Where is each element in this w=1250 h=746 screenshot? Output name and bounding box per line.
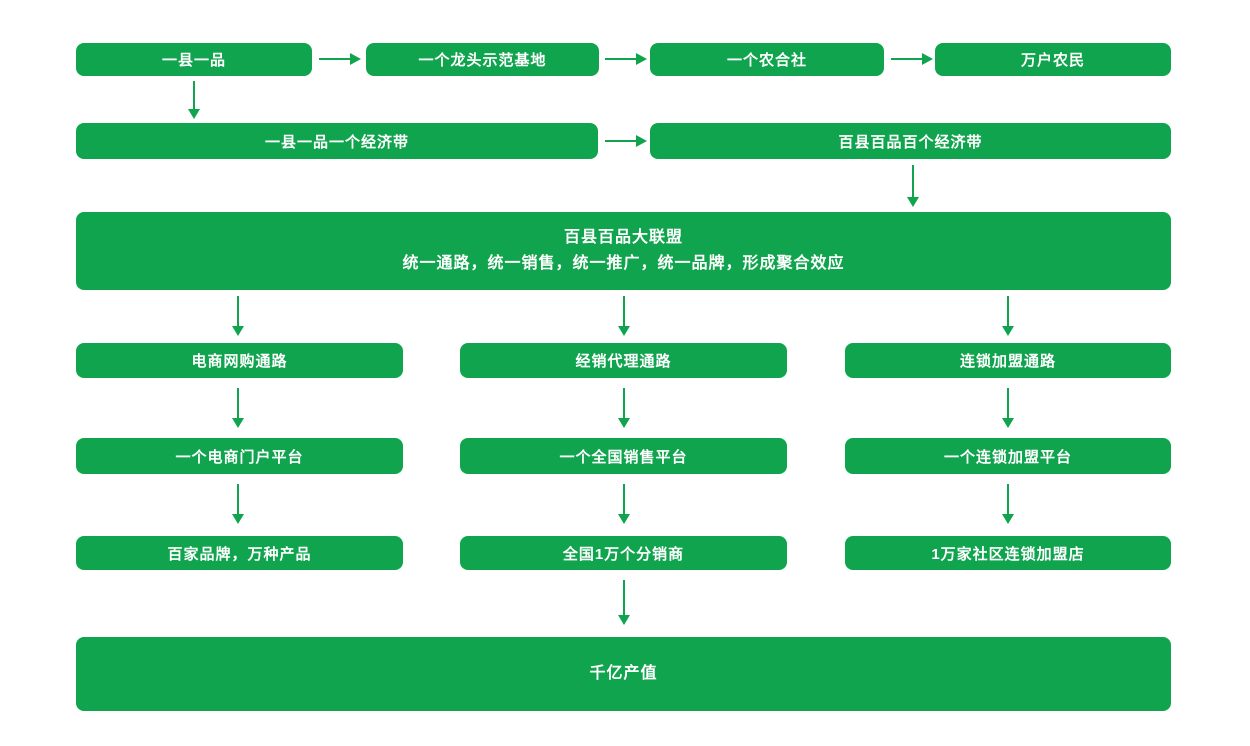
box-community-franchise-stores: 1万家社区连锁加盟店 bbox=[845, 536, 1171, 570]
box-ecommerce-portal-platform: 一个电商门户平台 bbox=[76, 438, 403, 474]
box-ecommerce-channel: 电商网购通路 bbox=[76, 343, 403, 378]
arrow-down-icon bbox=[618, 484, 630, 524]
arrow-down-icon bbox=[618, 296, 630, 336]
box-national-sales-platform: 一个全国销售平台 bbox=[460, 438, 787, 474]
box-franchise-platform: 一个连锁加盟平台 bbox=[845, 438, 1171, 474]
alliance-subtitle: 统一通路，统一销售，统一推广，统一品牌，形成聚合效应 bbox=[402, 255, 845, 272]
box-county-economic-belt: 一县一品一个经济带 bbox=[76, 123, 598, 159]
arrow-down-icon bbox=[232, 484, 244, 524]
arrow-down-icon bbox=[1002, 484, 1014, 524]
arrow-right-icon bbox=[319, 53, 361, 65]
box-ten-thousand-farmers: 万户农民 bbox=[935, 43, 1171, 76]
arrow-down-icon bbox=[1002, 296, 1014, 336]
box-leading-demo-base: 一个龙头示范基地 bbox=[366, 43, 599, 76]
alliance-title: 百县百品大联盟 bbox=[563, 229, 683, 246]
arrow-down-icon bbox=[618, 580, 630, 625]
box-alliance: 百县百品大联盟 统一通路，统一销售，统一推广，统一品牌，形成聚合效应 bbox=[76, 212, 1171, 290]
box-national-distributors: 全国1万个分销商 bbox=[460, 536, 787, 570]
arrow-down-icon bbox=[1002, 388, 1014, 428]
box-franchise-channel: 连锁加盟通路 bbox=[845, 343, 1171, 378]
arrow-down-icon bbox=[907, 165, 919, 207]
arrow-right-icon bbox=[605, 53, 647, 65]
arrow-down-icon bbox=[232, 296, 244, 336]
box-distribution-channel: 经销代理通路 bbox=[460, 343, 787, 378]
box-one-county-one-product: 一县一品 bbox=[76, 43, 312, 76]
arrow-right-icon bbox=[891, 53, 933, 65]
box-hundred-brands-products: 百家品牌，万种产品 bbox=[76, 536, 403, 570]
box-hundred-billion-output: 千亿产值 bbox=[76, 637, 1171, 711]
box-farmers-cooperative: 一个农合社 bbox=[650, 43, 884, 76]
arrow-right-icon bbox=[605, 135, 647, 147]
arrow-down-icon bbox=[232, 388, 244, 428]
arrow-down-icon bbox=[618, 388, 630, 428]
arrow-down-icon bbox=[188, 81, 200, 119]
box-hundred-county-economic-belts: 百县百品百个经济带 bbox=[650, 123, 1171, 159]
